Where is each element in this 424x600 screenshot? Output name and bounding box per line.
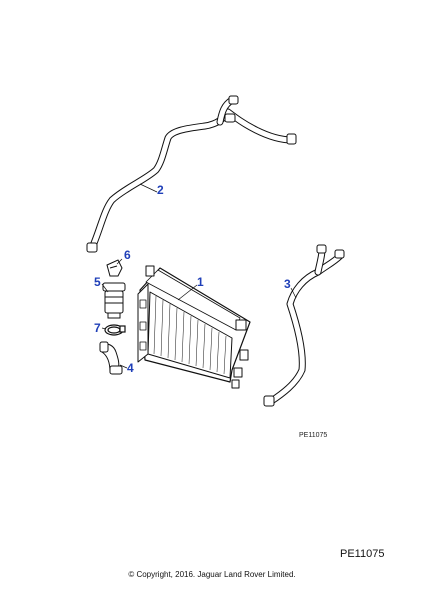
leader-lines (101, 183, 297, 369)
callout-radiator: 1 (197, 275, 204, 289)
callout-upper-hose: 2 (157, 183, 164, 197)
hose-connector (99, 341, 123, 375)
illustration-ref-small: PE11075 (299, 432, 328, 439)
callout-lower-hose: 3 (284, 277, 291, 291)
callout-hose-clamp: 7 (94, 321, 101, 335)
clip (106, 259, 123, 277)
copyright-notice: © Copyright, 2016. Jaguar Land Rover Lim… (128, 570, 296, 579)
hose-clamp (104, 324, 126, 336)
upper-hose (86, 95, 297, 253)
callout-clip: 6 (124, 248, 131, 262)
bleed-valve (102, 282, 126, 319)
radiator (137, 265, 251, 389)
illustration-ref-large: PE11075 (340, 548, 385, 560)
lower-hose (263, 244, 345, 407)
callout-bleed-valve: 5 (94, 275, 101, 289)
callout-hose-connector: 4 (127, 361, 134, 375)
